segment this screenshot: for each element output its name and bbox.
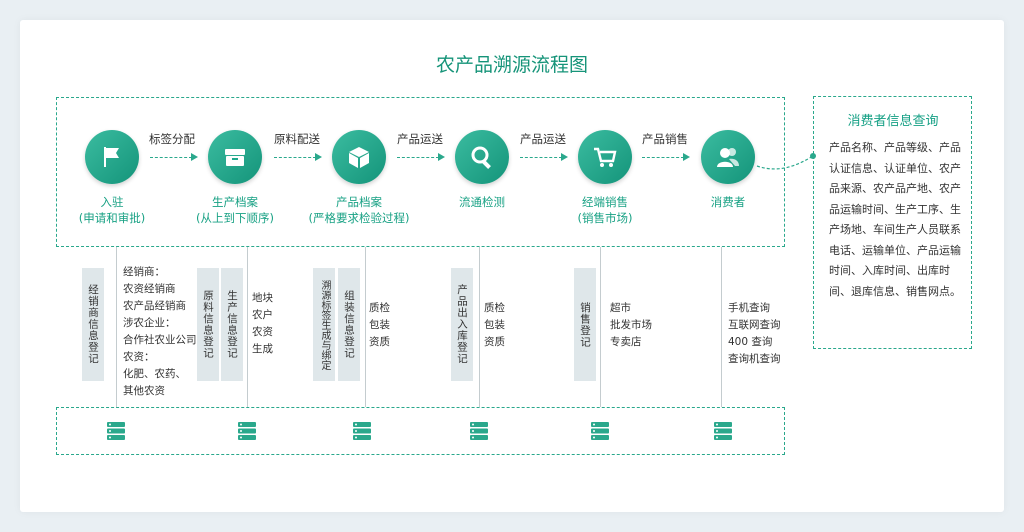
divider-0 <box>116 247 117 407</box>
node-label-5: 消费者 <box>710 195 746 209</box>
server-icon <box>591 422 609 440</box>
flag-icon <box>104 147 119 167</box>
tag-production-registration: 生产信息登记 <box>221 268 243 381</box>
divider-3 <box>479 247 480 407</box>
node-label-3: 流通检测 <box>459 195 505 209</box>
tag-sales-registration: 销售登记 <box>574 268 596 381</box>
edge-label-3: 产品运送 <box>520 132 566 146</box>
node-label-4: 经端销售(销售市场) <box>577 195 633 225</box>
query-text: 产品名称、产品等级、产品认证信息、认证单位、农产品来源、农产品产地、农产品运输时… <box>829 141 961 298</box>
diagram-card <box>20 20 1004 512</box>
node-production-file <box>208 130 262 184</box>
server-icon <box>353 422 371 440</box>
divider-4 <box>600 247 601 407</box>
server-icon <box>238 422 256 440</box>
diagram-title: 农产品溯源流程图 <box>435 54 588 76</box>
package-icon <box>349 147 369 168</box>
server-icon <box>714 422 732 440</box>
tag-material-registration: 原料信息登记 <box>197 268 219 381</box>
list-product-check: 质检 包装 资质 <box>369 302 390 348</box>
list-production: 地块 农户 农资 生成 <box>252 292 273 355</box>
node-label-0: 入驻(申请和审批) <box>78 195 146 225</box>
node-terminal-sales <box>578 130 632 184</box>
query-box <box>813 96 972 349</box>
edge-arrow-3 <box>520 153 568 161</box>
database-box <box>56 407 785 455</box>
edge-arrow-2 <box>397 153 445 161</box>
list-query-methods: 手机查询 互联网查询 400 查询 查询机查询 <box>728 302 781 365</box>
node-label-1: 生产档案(从上到下顺序) <box>196 195 274 225</box>
edge-label-4: 产品销售 <box>642 132 688 146</box>
tag-dealer-registration: 经销商信息登记 <box>82 268 104 381</box>
magnifier-icon <box>471 146 491 169</box>
edge-arrow-1 <box>274 153 322 161</box>
list-markets: 超市 批发市场 专卖店 <box>610 302 652 348</box>
divider-2 <box>365 247 366 407</box>
tag-warehouse-registration: 产品出入库登记 <box>451 268 473 381</box>
node-circulation-check <box>455 130 509 184</box>
tag-assembly-registration: 组装信息登记 <box>338 268 360 381</box>
edge-arrow-0 <box>150 153 198 161</box>
node-consumer <box>701 130 755 184</box>
edge-arrow-4 <box>642 153 690 161</box>
server-icon <box>470 422 488 440</box>
list-dealers: 经销商： 农资经销商 农产品经销商 涉农企业： 合作社农业公司 农资： 化肥、农… <box>123 266 197 397</box>
users-icon <box>717 148 739 167</box>
divider-1 <box>247 247 248 407</box>
node-product-file <box>332 130 386 184</box>
tag-label-binding: 溯源标签生成与绑定 <box>313 268 335 381</box>
node-checkin <box>85 130 139 184</box>
query-title: 消费者信息查询 <box>847 114 939 129</box>
edge-label-2: 产品运送 <box>397 132 443 146</box>
list-circulation-check: 质检 包装 资质 <box>484 302 505 348</box>
edge-label-1: 原料配送 <box>274 132 320 146</box>
server-icon <box>107 422 125 440</box>
archive-box-icon <box>225 149 245 166</box>
shopping-cart-icon <box>594 147 617 167</box>
process-box <box>56 97 785 247</box>
edge-label-0: 标签分配 <box>149 132 195 146</box>
divider-5 <box>721 247 722 407</box>
node-label-2: 产品档案(严格要求检验过程) <box>308 195 410 225</box>
